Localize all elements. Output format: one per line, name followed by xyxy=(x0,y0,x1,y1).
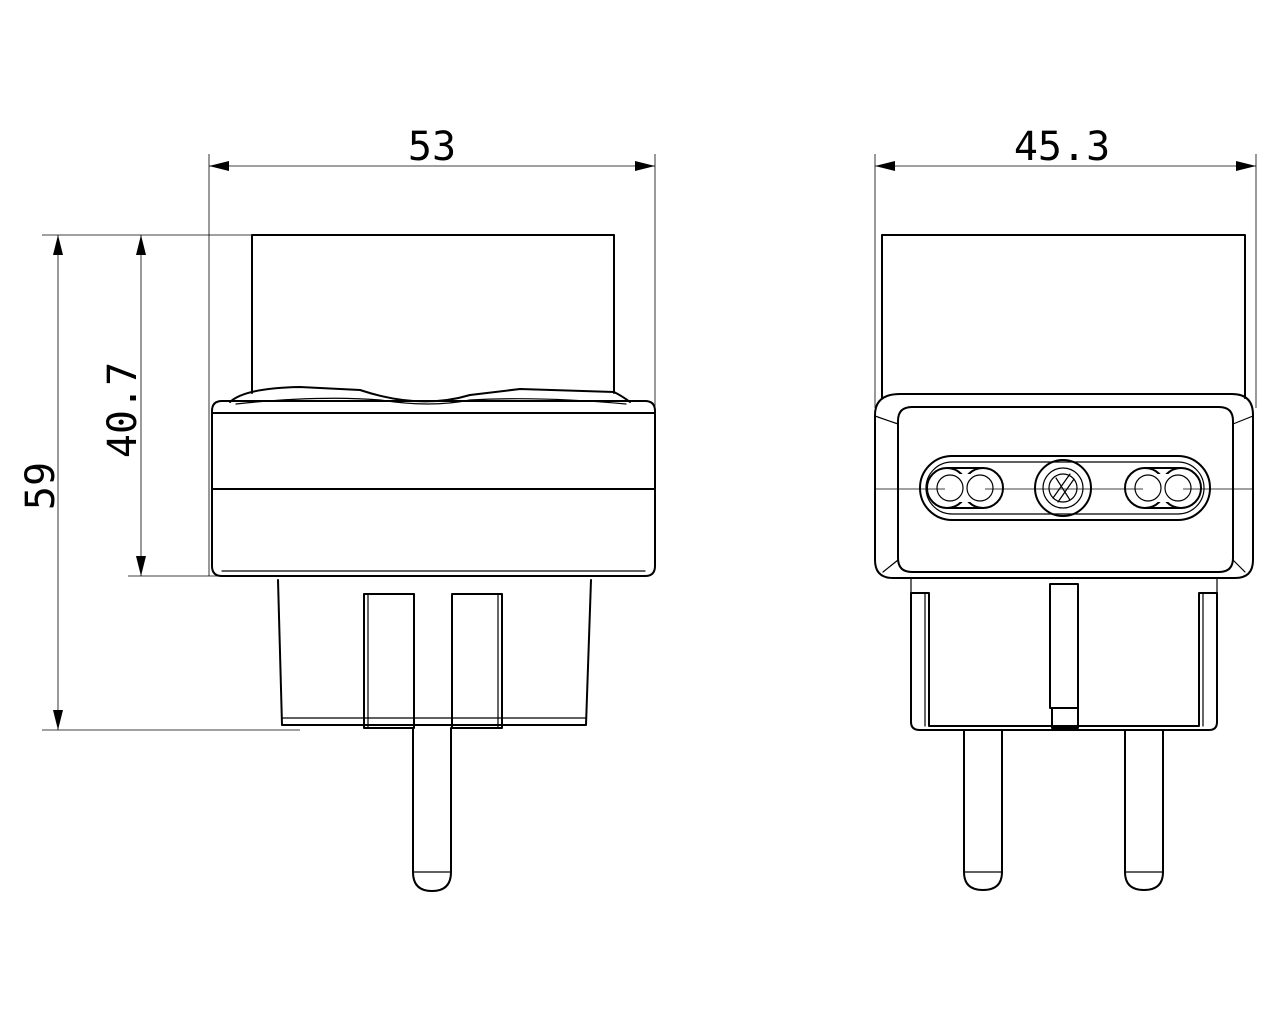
dim-body-height-label: 40.7 xyxy=(100,362,146,458)
front-view xyxy=(874,234,1254,891)
side-main-body xyxy=(211,400,656,577)
side-slot-left xyxy=(363,593,415,729)
front-socket-hole-left xyxy=(926,467,1004,509)
dim-total-height-label: 59 xyxy=(18,462,64,510)
front-pin-right xyxy=(1124,729,1164,891)
side-plug-base xyxy=(277,579,592,726)
front-ground-hole xyxy=(1034,459,1092,517)
front-pin-left xyxy=(963,729,1003,891)
dim-front-width: 45.3 xyxy=(874,124,1257,408)
front-socket-hole-right xyxy=(1124,467,1202,509)
dim-total-height: 59 xyxy=(18,234,300,731)
front-earth-clip xyxy=(1049,583,1079,709)
side-view xyxy=(211,234,656,892)
front-upper-housing xyxy=(881,234,1246,399)
side-pin xyxy=(412,727,452,892)
side-slot-right xyxy=(451,593,503,729)
dim-side-width-label: 53 xyxy=(408,124,456,170)
front-socket-recess xyxy=(919,455,1211,521)
dim-front-width-label: 45.3 xyxy=(1014,124,1110,170)
front-outer-body xyxy=(874,393,1254,579)
dim-body-height: 40.7 xyxy=(100,235,278,577)
front-face xyxy=(897,406,1234,573)
side-upper-housing xyxy=(251,234,615,394)
dim-side-width: 53 xyxy=(208,124,656,576)
front-plug-base xyxy=(910,592,1218,731)
